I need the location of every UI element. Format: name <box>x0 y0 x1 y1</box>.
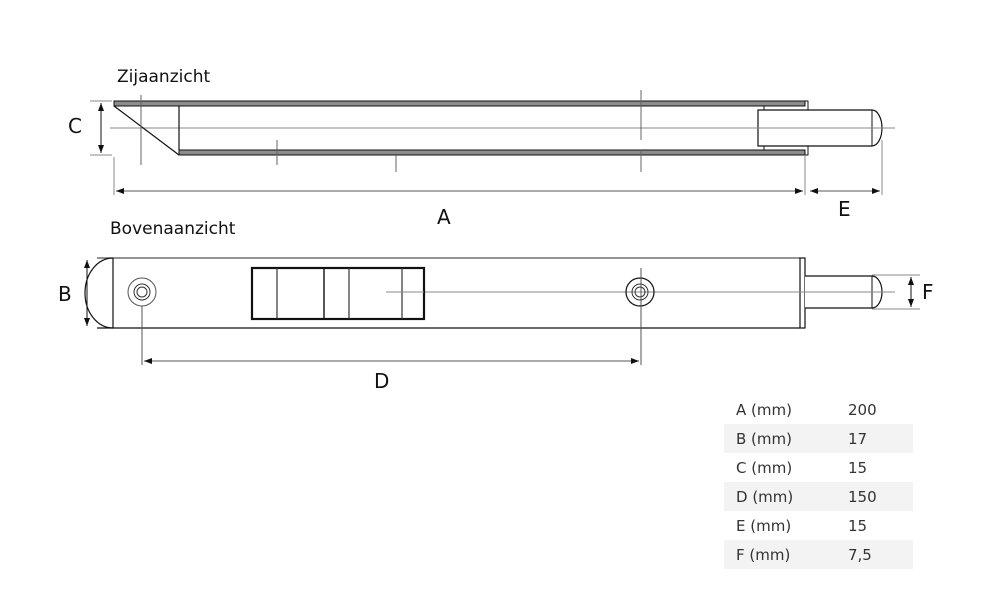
dimension-value: 7,5 <box>836 540 913 569</box>
side-view-title: Zijaanzicht <box>117 67 211 87</box>
dimension-name: F (mm) <box>724 540 836 569</box>
top-slot <box>250 266 426 321</box>
table-row: A (mm) 200 <box>724 395 913 424</box>
table-row: D (mm) 150 <box>724 482 913 511</box>
dimension-name: C (mm) <box>736 458 793 477</box>
dim-label-b: B <box>58 282 72 306</box>
dim-label-d: D <box>374 369 390 393</box>
table-row: B (mm) 17 <box>724 424 913 453</box>
dimension-value: 15 <box>848 458 868 477</box>
side-bevel <box>113 105 180 156</box>
dim-label-a: A <box>437 205 451 229</box>
side-top-plate <box>113 100 806 107</box>
dim-label-e: E <box>838 197 851 221</box>
table-row: F (mm) 7,5 <box>724 540 913 569</box>
side-bolt-clip-bottom <box>805 146 809 156</box>
side-view <box>90 90 895 195</box>
dimension-value: 200 <box>848 400 877 419</box>
dimension-name: E (mm) <box>736 516 792 535</box>
dim-label-f: F <box>922 280 934 304</box>
screw-hole-right <box>625 277 655 307</box>
dimension-name: A (mm) <box>736 400 792 419</box>
dimension-value: 17 <box>836 424 913 453</box>
dimension-value: 15 <box>848 516 868 535</box>
side-bolt-clip-top <box>805 100 809 110</box>
dimension-name: B (mm) <box>724 424 836 453</box>
top-view-title: Bovenaanzicht <box>110 219 236 239</box>
dim-label-c: C <box>68 114 82 138</box>
side-bottom-plate <box>178 149 806 156</box>
table-row: C (mm) 15 <box>724 453 913 482</box>
top-view <box>84 257 920 365</box>
dimension-name: D (mm) <box>724 482 836 511</box>
table-row: E (mm) 15 <box>724 511 913 540</box>
top-rounded-end <box>84 257 114 329</box>
dimensions-table: A (mm) 200 B (mm) 17 C (mm) 15 D (mm) 15… <box>724 395 913 569</box>
screw-hole-left <box>127 277 157 307</box>
dimension-value: 150 <box>836 482 913 511</box>
top-end-plate <box>799 257 806 329</box>
